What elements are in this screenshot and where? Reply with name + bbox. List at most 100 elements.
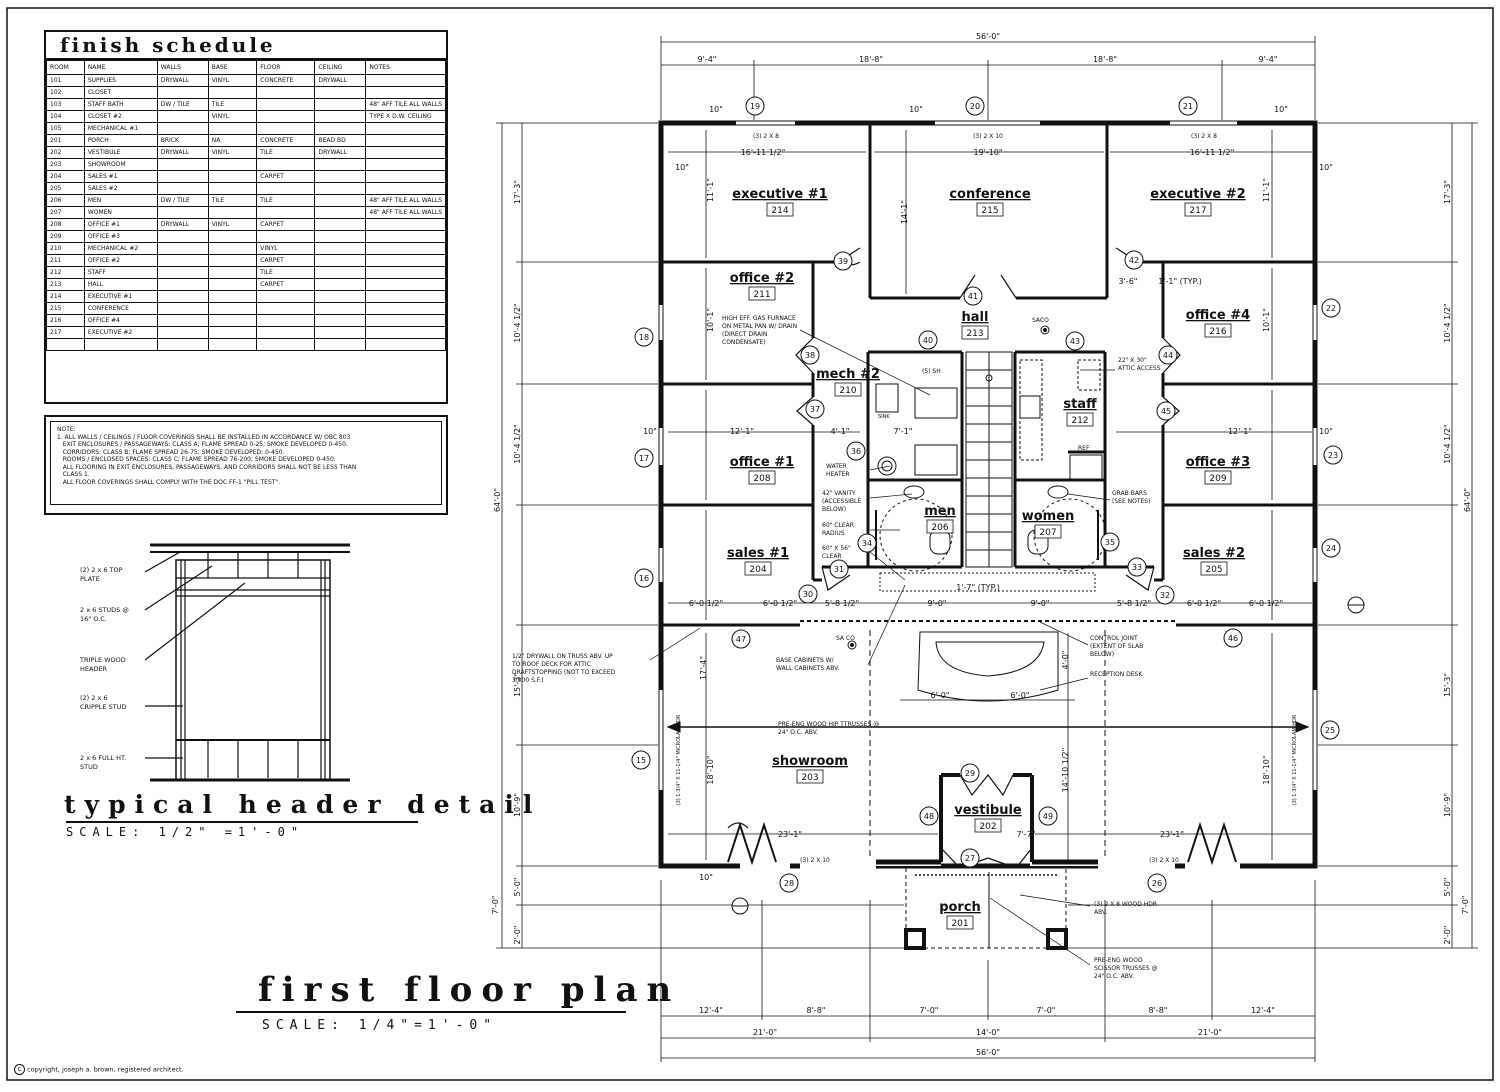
wall-tag-number: 16 (639, 574, 649, 583)
dim-label: 7'-7" (1017, 830, 1036, 839)
wall-tag-number: 22 (1326, 304, 1336, 313)
note-line: ALL FLOORING IN EXIT ENCLOSURES, PASSAGE… (57, 463, 357, 471)
schedule-cell (314, 158, 367, 171)
wall-tag-number: 24 (1326, 544, 1336, 553)
schedule-cell (256, 338, 316, 351)
wall-tag-number: 43 (1070, 337, 1080, 346)
schedule-cell (256, 122, 316, 135)
schedule-cell (83, 338, 158, 351)
schedule-cell: MEN (83, 194, 158, 207)
schedule-cell: 209 (46, 230, 85, 243)
wall-tag-number: 29 (965, 769, 975, 778)
schedule-cell (365, 170, 446, 183)
room-number: 210 (839, 386, 856, 396)
schedule-cell: 48" AFF TILE ALL WALLS (365, 206, 446, 219)
schedule-cell (256, 158, 316, 171)
leader-line (867, 584, 906, 666)
callout-text: ON METAL PAN W/ DRAIN (722, 323, 797, 330)
schedule-cell: VESTIBULE (83, 146, 158, 159)
notes-body: 1. ALL WALLS / CEILINGS / FLOOR COVERING… (57, 434, 435, 487)
schedule-cell: PORCH (83, 134, 158, 147)
schedule-cell: BRICK (156, 134, 209, 147)
schedule-cell: TYPE X D.W. CEILING (365, 110, 446, 123)
wall-tag-circle (1320, 720, 1340, 740)
wall-tag-circle (800, 345, 820, 365)
schedule-cell (207, 170, 258, 183)
wall-tag-number: 41 (968, 292, 978, 301)
callout-text: CONTROL JOINT (1090, 635, 1138, 642)
dim-label: 9'-0" (1031, 599, 1050, 608)
schedule-cell: TILE (207, 98, 258, 111)
plan-scale: SCALE: 1/4"=1'-0" (262, 1018, 498, 1033)
callout-text: 42" VANITY (822, 490, 856, 497)
schedule-cell (314, 110, 367, 123)
dim-label: 19'-10" (973, 148, 1002, 157)
room-name: conference (949, 187, 1031, 202)
dim-label: 6'-0 1/2" (689, 599, 723, 608)
schedule-cell: CLOSET (83, 86, 158, 99)
callout-text: (EXTENT OF SLAB (1090, 643, 1143, 650)
schedule-cell: 208 (46, 218, 85, 231)
dim-label: 10'-4 1/2" (513, 424, 522, 463)
schedule-cell (207, 158, 258, 171)
schedule-column-header: WALLS (156, 60, 209, 75)
room-name: sales #2 (1183, 546, 1245, 561)
dim-label: 7'-0" (1461, 896, 1470, 915)
schedule-cell (156, 254, 209, 267)
schedule-column-header: CEILING (314, 60, 367, 75)
room-number: 203 (801, 773, 818, 783)
room-number-box (796, 769, 824, 784)
room-number: 213 (966, 329, 983, 339)
room-name: office #1 (730, 455, 794, 470)
room-number-box (744, 561, 772, 576)
leader-line (799, 329, 931, 396)
callout-text: CONDENSATE) (722, 339, 766, 346)
schedule-cell (46, 338, 85, 351)
room-name: hall (962, 310, 989, 325)
schedule-column-header: NOTES (365, 60, 446, 75)
schedule-cell (365, 122, 446, 135)
schedule-cell: TILE (207, 194, 258, 207)
schedule-cell: 103 (46, 98, 85, 111)
header-detail-label: (2) 2 x 6 (80, 694, 108, 702)
schedule-cell (156, 122, 209, 135)
schedule-cell (207, 86, 258, 99)
schedule-cell (156, 314, 209, 327)
callout-text: (DIRECT DRAIN (722, 331, 767, 338)
room-number-box (961, 325, 989, 340)
callout-text: RECEPTION DESK (1090, 671, 1143, 678)
dim-label: 7'-0" (1037, 1006, 1056, 1015)
header-detail-label: 2 x 6 STUDS @ (80, 606, 129, 614)
schedule-cell (207, 302, 258, 315)
callout-text: 3,000 S.F.) (512, 677, 544, 684)
note-line: EXIT ENCLOSURES / PASSAGEWAYS: CLASS A; … (57, 441, 348, 448)
room-number-box (834, 382, 862, 397)
schedule-cell: MECHANICAL #2 (83, 242, 158, 255)
schedule-cell (156, 338, 209, 351)
schedule-cell (314, 182, 367, 195)
schedule-cell (365, 338, 446, 351)
schedule-cell (314, 98, 367, 111)
schedule-cell (256, 326, 316, 339)
dim-label: 10" (675, 163, 689, 172)
schedule-cell: 214 (46, 290, 85, 303)
wall-tag-circle (1156, 401, 1176, 421)
schedule-cell (314, 302, 367, 315)
schedule-cell (365, 278, 446, 291)
wall-tag-number: 21 (1183, 102, 1193, 111)
dim-label: 21'-0" (1198, 1028, 1222, 1037)
callout-text: (3) 2 X 10 (973, 133, 1003, 140)
wall-tag-circle (1323, 445, 1343, 465)
dim-label: 12'-4" (1251, 1006, 1275, 1015)
schedule-cell (156, 86, 209, 99)
room-name: sales #1 (727, 546, 789, 561)
schedule-cell (314, 242, 367, 255)
